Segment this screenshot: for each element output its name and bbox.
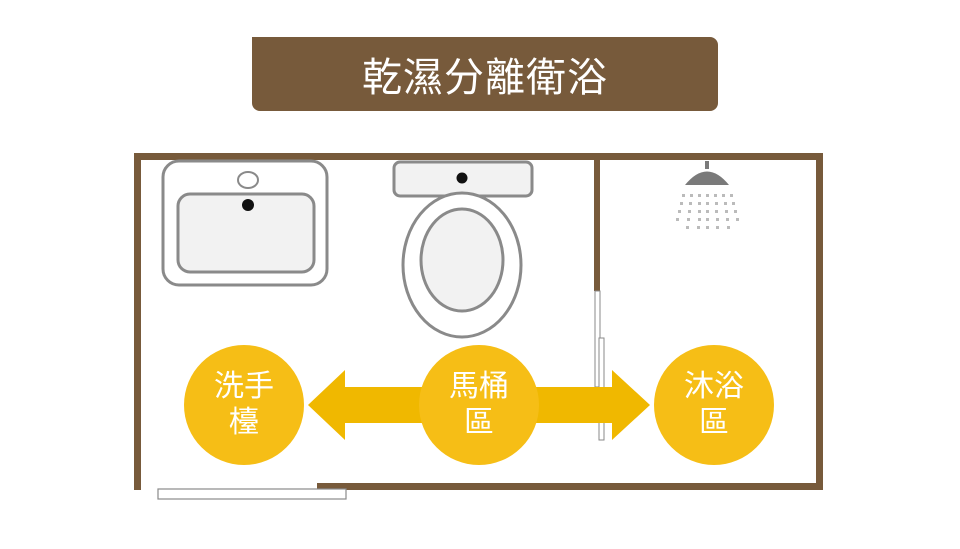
shower-zone-line2: 區 — [699, 405, 729, 440]
wall-top — [134, 153, 823, 160]
page-title: 乾濕分離衛浴 — [362, 55, 608, 101]
left-arrow — [308, 370, 430, 440]
toilet-zone-label: 馬桶 區 — [419, 345, 539, 465]
title-banner: 乾濕分離衛浴 — [252, 37, 718, 111]
partition-wall — [594, 153, 600, 291]
shower-head-icon — [676, 161, 739, 229]
toilet-icon — [392, 160, 534, 339]
toilet-zone-circle — [419, 345, 539, 465]
sink-icon — [161, 159, 329, 287]
wall-bottom — [317, 483, 823, 490]
shower-zone-line1: 沐浴 — [684, 369, 744, 404]
wall-right — [816, 153, 823, 490]
entrance-door — [157, 488, 347, 500]
shower-zone-circle — [654, 345, 774, 465]
walls — [134, 153, 823, 490]
sink-zone-circle — [184, 345, 304, 465]
sink-zone-line1: 洗手 — [214, 369, 274, 404]
sink-zone-line2: 檯 — [229, 405, 259, 440]
shower-zone-label: 沐浴 區 — [654, 345, 774, 465]
sink-zone-label: 洗手 檯 — [184, 345, 304, 465]
toilet-zone-line2: 區 — [464, 405, 494, 440]
toilet-zone-line1: 馬桶 — [449, 369, 509, 404]
right-arrow — [530, 370, 650, 440]
wall-left — [134, 153, 141, 490]
